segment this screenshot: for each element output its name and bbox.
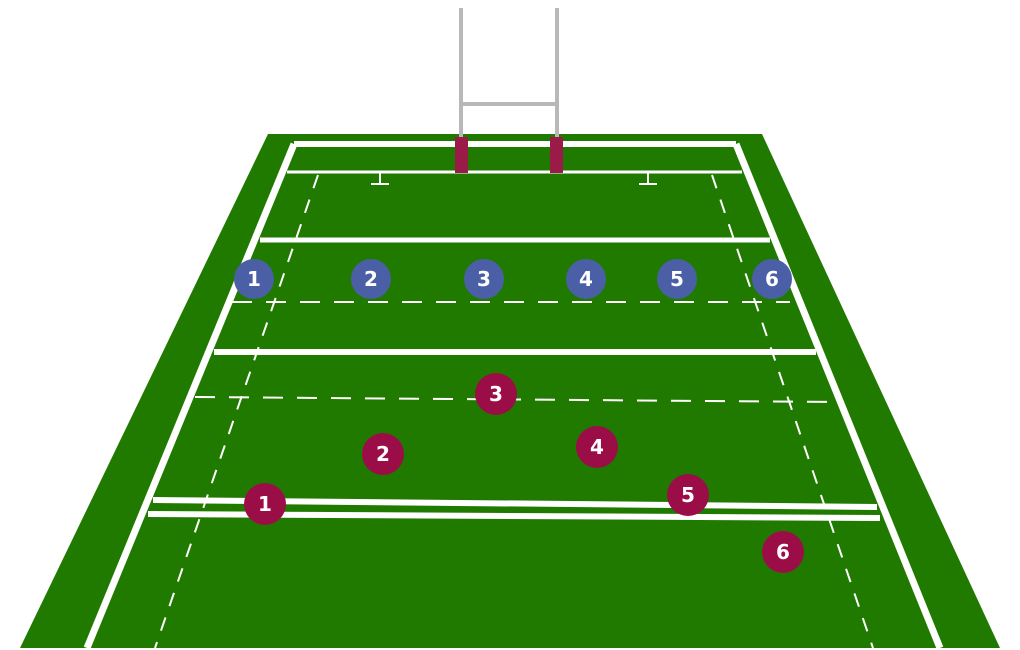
blue-player-number: 4 xyxy=(579,267,593,291)
red-player-3[interactable]: 3 xyxy=(475,373,517,415)
red-player-1[interactable]: 1 xyxy=(244,483,286,525)
red-player-5[interactable]: 5 xyxy=(667,474,709,516)
blue-player-3[interactable]: 3 xyxy=(464,259,504,299)
blue-player-4[interactable]: 4 xyxy=(566,259,606,299)
red-player-number: 5 xyxy=(681,483,695,507)
red-player-number: 1 xyxy=(258,492,272,516)
right-post-pad xyxy=(550,137,563,173)
red-player-2[interactable]: 2 xyxy=(362,433,404,475)
blue-player-number: 3 xyxy=(477,267,491,291)
left-post-pad xyxy=(455,137,468,173)
red-player-number: 6 xyxy=(776,540,790,564)
blue-player-1[interactable]: 1 xyxy=(234,259,274,299)
red-player-number: 2 xyxy=(376,442,390,466)
red-player-6[interactable]: 6 xyxy=(762,531,804,573)
blue-player-2[interactable]: 2 xyxy=(351,259,391,299)
blue-player-number: 6 xyxy=(765,267,779,291)
blue-player-6[interactable]: 6 xyxy=(752,259,792,299)
red-player-number: 3 xyxy=(489,382,503,406)
red-player-4[interactable]: 4 xyxy=(576,426,618,468)
red-player-number: 4 xyxy=(590,435,604,459)
blue-player-number: 2 xyxy=(364,267,378,291)
blue-player-number: 5 xyxy=(670,267,684,291)
blue-player-5[interactable]: 5 xyxy=(657,259,697,299)
blue-player-number: 1 xyxy=(247,267,261,291)
